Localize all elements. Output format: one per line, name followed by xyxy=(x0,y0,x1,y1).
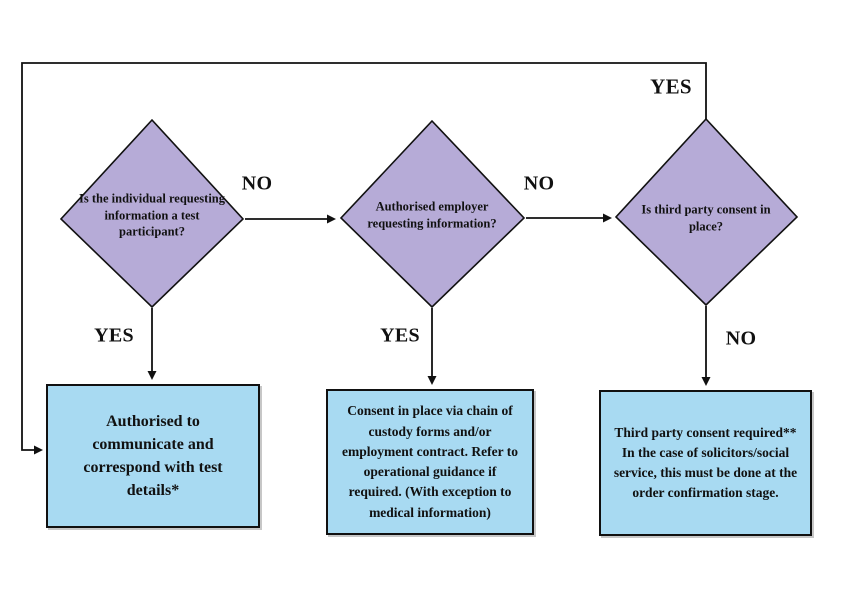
edge-label-yes-loop: YES xyxy=(650,74,692,99)
decision-question-1: Is the individual requesting information… xyxy=(79,191,225,239)
edge-label-yes-d2: YES xyxy=(380,324,420,347)
outcome-text-1: Authorised to communicate and correspond… xyxy=(83,412,223,500)
decision-diamond-3 xyxy=(614,117,799,307)
outcome-text-2: Consent in place via chain of custody fo… xyxy=(342,403,518,520)
outcome-text-3: Third party consent required** In the ca… xyxy=(613,424,798,501)
edge-label-no-d2: NO xyxy=(523,172,555,195)
decision-diamond-1 xyxy=(59,118,245,309)
outcome-box-1: Authorised to communicate and correspond… xyxy=(46,384,260,528)
outcome-box-3: Third party consent required** In the ca… xyxy=(599,390,812,536)
decision-question-2: Authorised employer requesting informati… xyxy=(367,199,497,231)
edge-label-no-d1: NO xyxy=(241,172,273,195)
decision-diamond-2 xyxy=(339,119,526,309)
outcome-box-2: Consent in place via chain of custody fo… xyxy=(326,389,534,535)
loop-arrow-d3-yes-to-outcome1 xyxy=(21,62,707,455)
edge-label-yes-d1: YES xyxy=(94,324,134,347)
decision-question-3: Is third party consent in place? xyxy=(641,202,771,234)
edge-label-no-d3: NO xyxy=(725,327,757,350)
